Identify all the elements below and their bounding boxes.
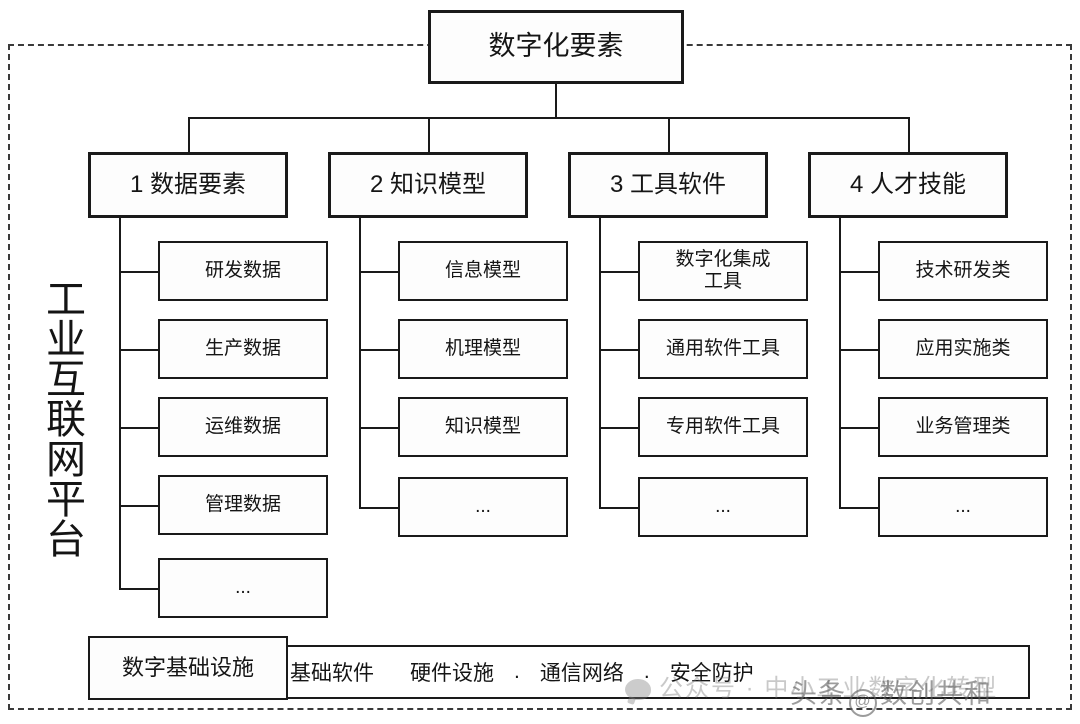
leaf-col2-3[interactable]: 知识模型 xyxy=(398,397,568,457)
leaf-col2-2[interactable]: 机理模型 xyxy=(398,319,568,379)
branch-col4-2 xyxy=(839,349,878,351)
leaf-col1-2[interactable]: 生产数据 xyxy=(158,319,328,379)
branch-col1-1 xyxy=(119,271,158,273)
branch-col3-2 xyxy=(599,349,638,351)
leaf-col3-2[interactable]: 通用软件工具 xyxy=(638,319,808,379)
level2-node-data-elements[interactable]: 1 数据要素 xyxy=(88,152,288,218)
branch-col1-2 xyxy=(119,349,158,351)
branch-col3-1 xyxy=(599,271,638,273)
leaf-col4-4[interactable]: ... xyxy=(878,477,1048,537)
leaf-col4-1[interactable]: 技术研发类 xyxy=(878,241,1048,301)
infra-separator-2: . xyxy=(643,660,650,683)
connector-level2-bus xyxy=(188,117,910,119)
trunk-col3 xyxy=(599,218,601,509)
leaf-col1-1[interactable]: 研发数据 xyxy=(158,241,328,301)
branch-col4-4 xyxy=(839,507,878,509)
infra-item-communication-network[interactable]: 通信网络 xyxy=(539,662,624,685)
branch-col4-1 xyxy=(839,271,878,273)
infrastructure-items: 基础软件 硬件设施 . 通信网络 . 安全防护 xyxy=(152,657,772,687)
level2-node-talent-skills[interactable]: 4 人才技能 xyxy=(808,152,1008,218)
leaf-col1-3[interactable]: 运维数据 xyxy=(158,397,328,457)
branch-col1-3 xyxy=(119,427,158,429)
infrastructure-strip: 基础软件 硬件设施 . 通信网络 . 安全防护 xyxy=(150,645,1030,699)
branch-col3-3 xyxy=(599,427,638,429)
leaf-col3-1[interactable]: 数字化集成 工具 xyxy=(638,241,808,301)
leaf-col4-2[interactable]: 应用实施类 xyxy=(878,319,1048,379)
branch-col2-1 xyxy=(359,271,398,273)
connector-bus-to-col3 xyxy=(668,117,670,152)
leaf-col1-4[interactable]: 管理数据 xyxy=(158,475,328,535)
leaf-col2-4[interactable]: ... xyxy=(398,477,568,537)
infra-item-basic-software[interactable]: 基础软件 xyxy=(290,662,374,685)
leaf-col3-4[interactable]: ... xyxy=(638,477,808,537)
infra-item-security-protection[interactable]: 安全防护 xyxy=(669,662,754,685)
leaf-col3-3[interactable]: 专用软件工具 xyxy=(638,397,808,457)
root-node-digital-elements[interactable]: 数字化要素 xyxy=(428,10,684,84)
branch-col1-5 xyxy=(119,588,158,590)
level2-node-tool-software[interactable]: 3 工具软件 xyxy=(568,152,768,218)
leaf-col1-5[interactable]: ... xyxy=(158,558,328,618)
branch-col1-4 xyxy=(119,505,158,507)
trunk-col4 xyxy=(839,218,841,509)
leaf-col2-1[interactable]: 信息模型 xyxy=(398,241,568,301)
connector-bus-to-col1 xyxy=(188,117,190,152)
connector-bus-to-col2 xyxy=(428,117,430,152)
branch-col2-3 xyxy=(359,427,398,429)
connector-root-down xyxy=(555,84,557,118)
infra-separator-1: . xyxy=(514,660,520,683)
leaf-col4-3[interactable]: 业务管理类 xyxy=(878,397,1048,457)
branch-col3-4 xyxy=(599,507,638,509)
branch-col2-2 xyxy=(359,349,398,351)
level2-node-knowledge-models[interactable]: 2 知识模型 xyxy=(328,152,528,218)
branch-col2-4 xyxy=(359,507,398,509)
trunk-col1 xyxy=(119,218,121,590)
infra-item-hardware-facilities[interactable]: 硬件设施 xyxy=(410,662,494,685)
connector-bus-to-col4 xyxy=(908,117,910,152)
side-label-industrial-internet-platform: 工业互联网平台 xyxy=(40,278,84,558)
trunk-col2 xyxy=(359,218,361,509)
branch-col4-3 xyxy=(839,427,878,429)
infrastructure-label-box[interactable]: 数字基础设施 xyxy=(88,636,288,700)
